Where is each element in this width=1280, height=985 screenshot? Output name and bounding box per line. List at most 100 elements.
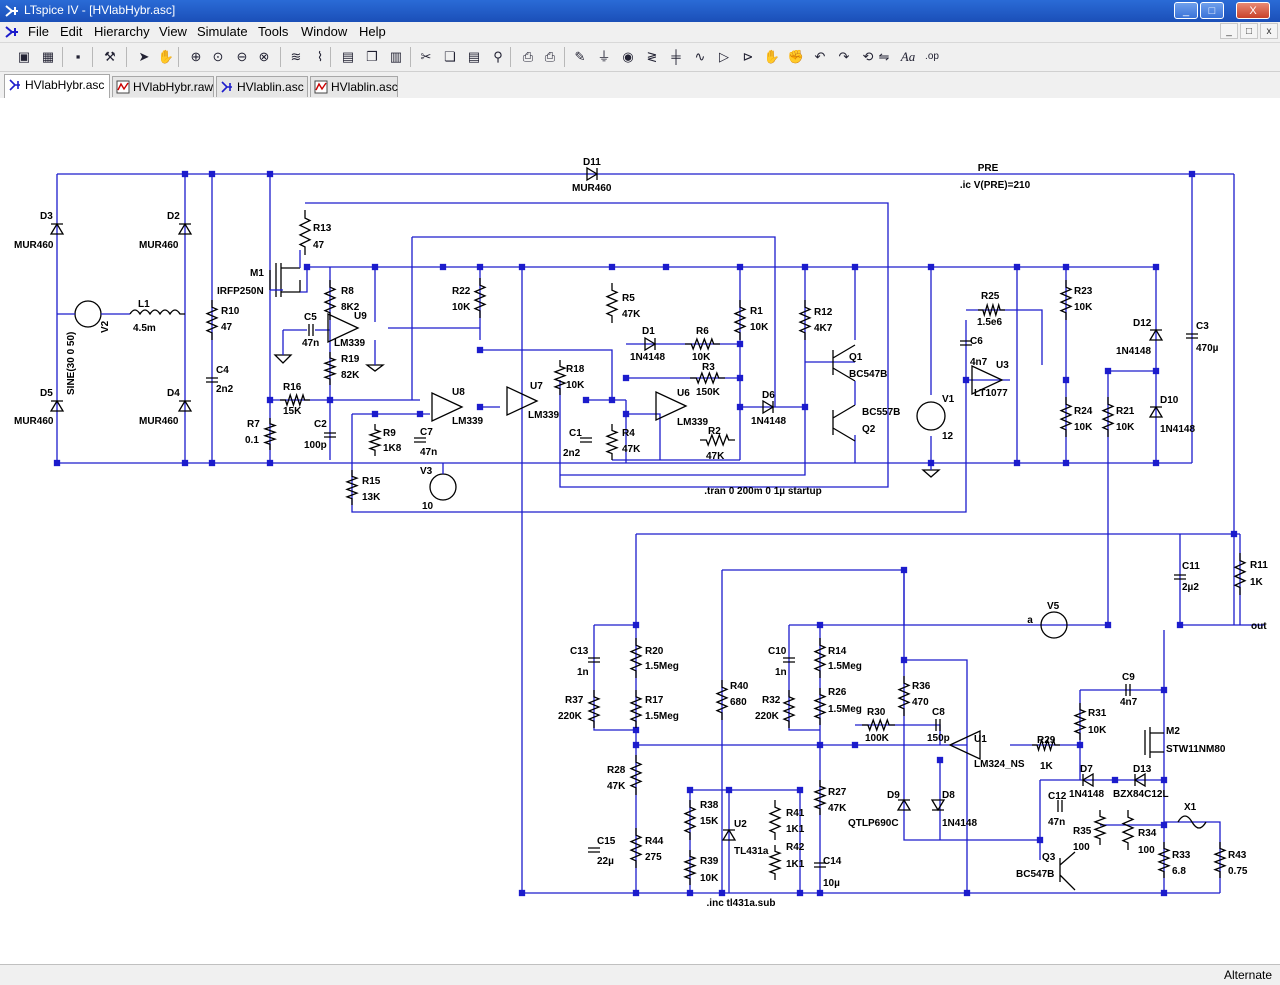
resistor-r7[interactable]: R70.1 xyxy=(245,418,278,450)
autorange-icon[interactable]: ≋ xyxy=(290,49,302,64)
mirror-icon[interactable]: ⇋ xyxy=(878,49,890,64)
menu-view[interactable]: View xyxy=(159,24,187,39)
mdi-close-button[interactable]: x xyxy=(1260,23,1278,39)
diode-icon[interactable]: ▷ xyxy=(719,49,729,64)
paste-icon[interactable]: ▤ xyxy=(467,49,481,64)
document-menu-icon[interactable] xyxy=(4,24,20,40)
find-icon[interactable]: ⚲ xyxy=(493,49,503,64)
wire[interactable] xyxy=(903,570,968,893)
inductor-l1[interactable]: L14.5m xyxy=(129,299,185,334)
print-icon[interactable]: ⎙ xyxy=(544,49,556,64)
rotate-icon[interactable]: ⟲ xyxy=(862,49,874,64)
menu-tools[interactable]: Tools xyxy=(258,24,289,39)
undo-icon[interactable]: ↶ xyxy=(814,49,826,64)
tab-hvlabhybr-asc[interactable]: HVlabHybr.asc xyxy=(4,74,110,98)
redo-icon[interactable]: ↷ xyxy=(838,49,850,64)
menu-edit[interactable]: Edit xyxy=(60,24,83,39)
wire[interactable] xyxy=(593,625,636,731)
copy-icon[interactable]: ❏ xyxy=(444,49,456,64)
schematic-drawing[interactable]: PRE.ic V(PRE)=210.tran 0 200m 0 1µ start… xyxy=(0,98,1280,964)
wire[interactable] xyxy=(722,569,905,625)
label-net-icon[interactable]: ◉ xyxy=(622,49,634,64)
print-setup-icon[interactable]: ⎙ xyxy=(522,49,534,64)
open-icon[interactable]: ▦ xyxy=(41,49,55,64)
waveform-icon[interactable]: ⌇ xyxy=(316,49,324,64)
wire[interactable] xyxy=(412,236,776,407)
menu-hierarchy[interactable]: Hierarchy xyxy=(94,24,150,39)
fuse-x1[interactable]: X1 xyxy=(1177,802,1207,829)
zoom-in-icon[interactable]: ⊕ xyxy=(190,49,202,64)
ground-icon[interactable]: ⏚ xyxy=(597,49,611,64)
control-panel-icon[interactable]: ⚒ xyxy=(104,49,116,64)
component-icon[interactable]: ⊳ xyxy=(742,49,754,64)
menu-simulate[interactable]: Simulate xyxy=(197,24,248,39)
tile-horizontal-icon[interactable]: ▤ xyxy=(341,49,355,64)
mdi-minimize-button[interactable]: _ xyxy=(1220,23,1238,39)
tab-hvlablin-asc[interactable]: HVlablin.asc xyxy=(216,76,308,97)
maximize-button[interactable]: □ xyxy=(1200,2,1224,19)
run-icon[interactable]: ➤ xyxy=(138,49,150,64)
spice-directive-icon[interactable]: .op xyxy=(925,51,939,62)
pan-icon[interactable]: ⊙ xyxy=(212,49,224,64)
drag-icon[interactable]: ✊ xyxy=(787,49,805,64)
resistor-icon[interactable]: ≷ xyxy=(646,49,658,64)
save-icon[interactable]: ▪ xyxy=(75,49,81,64)
source-v5[interactable]: V5 xyxy=(1040,601,1068,639)
zoom-fit-icon[interactable]: ⊗ xyxy=(258,49,270,64)
zoom-out-icon[interactable]: ⊖ xyxy=(236,49,248,64)
menu-file[interactable]: File xyxy=(28,24,49,39)
text-icon[interactable]: Aa xyxy=(900,49,916,64)
